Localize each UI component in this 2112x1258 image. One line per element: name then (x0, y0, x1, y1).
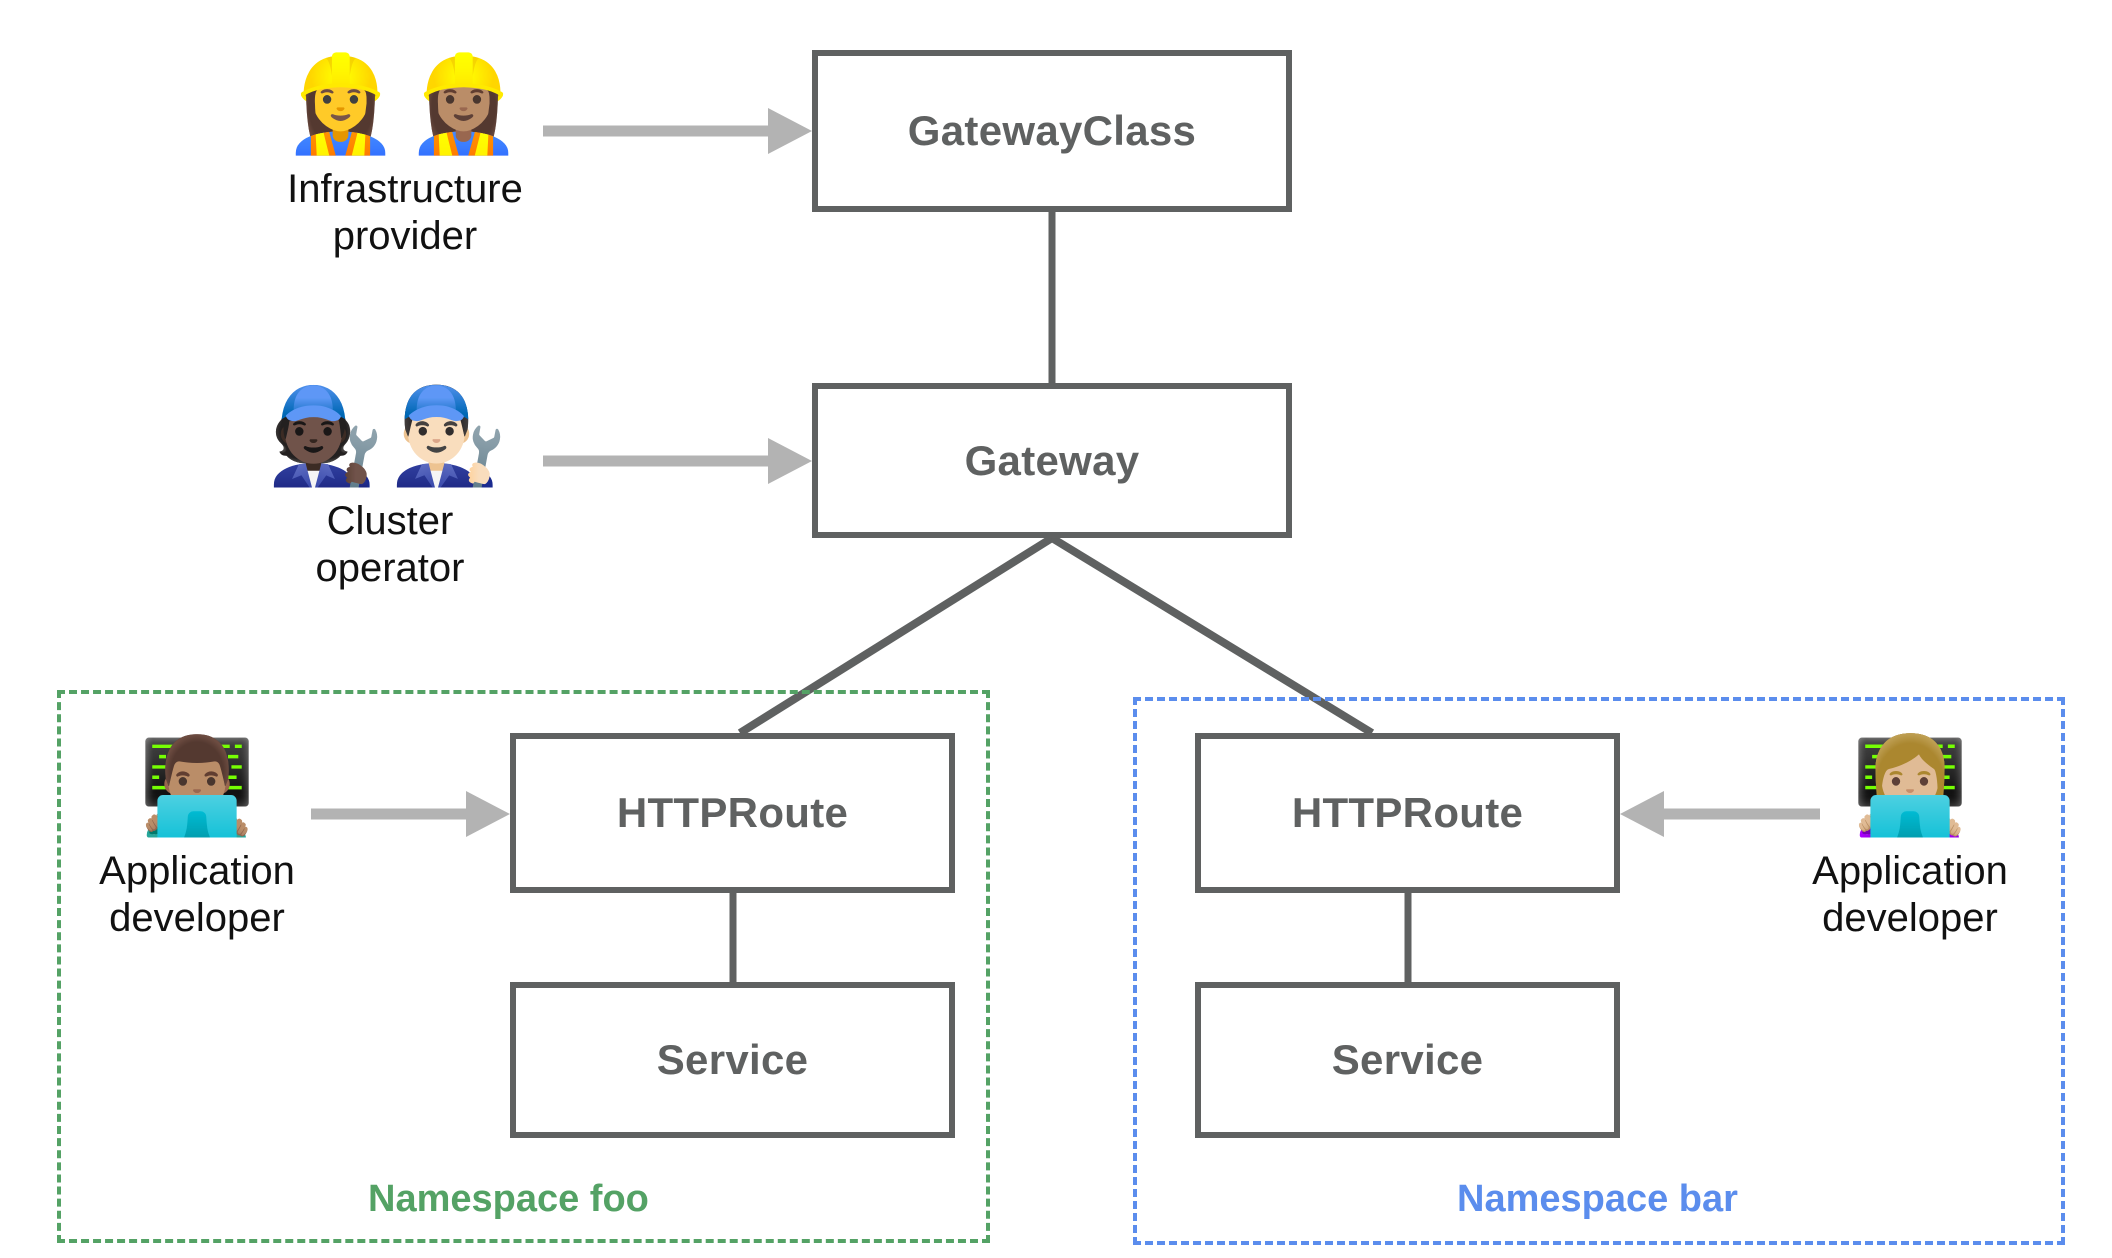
namespace-bar-label: Namespace bar (1457, 1178, 1738, 1220)
persona-application-developer-bar-label: Application developer (1812, 849, 2008, 941)
persona-infrastructure-provider-label: Infrastructure provider (287, 167, 523, 259)
node-gateway[interactable]: Gateway (812, 383, 1292, 538)
persona-application-developer-bar: 👩🏼‍💻 Application developer (1785, 740, 2035, 942)
persona-infrastructure-provider: 👷‍♀️👷🏽‍♀️ Infrastructure provider (255, 58, 555, 260)
node-gatewayclass-label: GatewayClass (907, 107, 1197, 154)
node-httproute-bar-label: HTTPRoute (1291, 789, 1524, 836)
node-gateway-label: Gateway (964, 436, 1140, 484)
namespace-foo-container (57, 690, 990, 1243)
node-gatewayclass[interactable]: GatewayClass (812, 50, 1292, 212)
persona-cluster-operator: 🧑🏿‍🔧👨🏻‍🔧 Cluster operator (240, 390, 540, 592)
node-service-foo[interactable]: Service (510, 982, 955, 1138)
node-service-bar-label: Service (1331, 1036, 1484, 1083)
node-service-foo-label: Service (656, 1036, 809, 1083)
node-httproute-foo-label: HTTPRoute (616, 789, 849, 836)
arrow-cluster-operator-to-gateway (543, 438, 812, 484)
namespace-foo-label: Namespace foo (368, 1178, 649, 1220)
arrow-infra-provider-to-gatewayclass (543, 108, 812, 154)
technologist-icon: 👨🏽‍💻 (138, 732, 256, 841)
node-httproute-foo[interactable]: HTTPRoute (510, 733, 955, 893)
node-service-bar[interactable]: Service (1195, 982, 1620, 1138)
technologist-icon: 👩🏼‍💻 (1851, 732, 1969, 841)
persona-application-developer-foo-label: Application developer (99, 849, 295, 941)
construction-worker-icon: 👷‍♀️👷🏽‍♀️ (281, 50, 529, 159)
persona-cluster-operator-label: Cluster operator (315, 499, 465, 591)
mechanic-icon: 🧑🏿‍🔧👨🏻‍🔧 (266, 382, 514, 491)
node-httproute-bar[interactable]: HTTPRoute (1195, 733, 1620, 893)
persona-application-developer-foo: 👨🏽‍💻 Application developer (72, 740, 322, 942)
namespace-bar-container (1133, 697, 2065, 1245)
